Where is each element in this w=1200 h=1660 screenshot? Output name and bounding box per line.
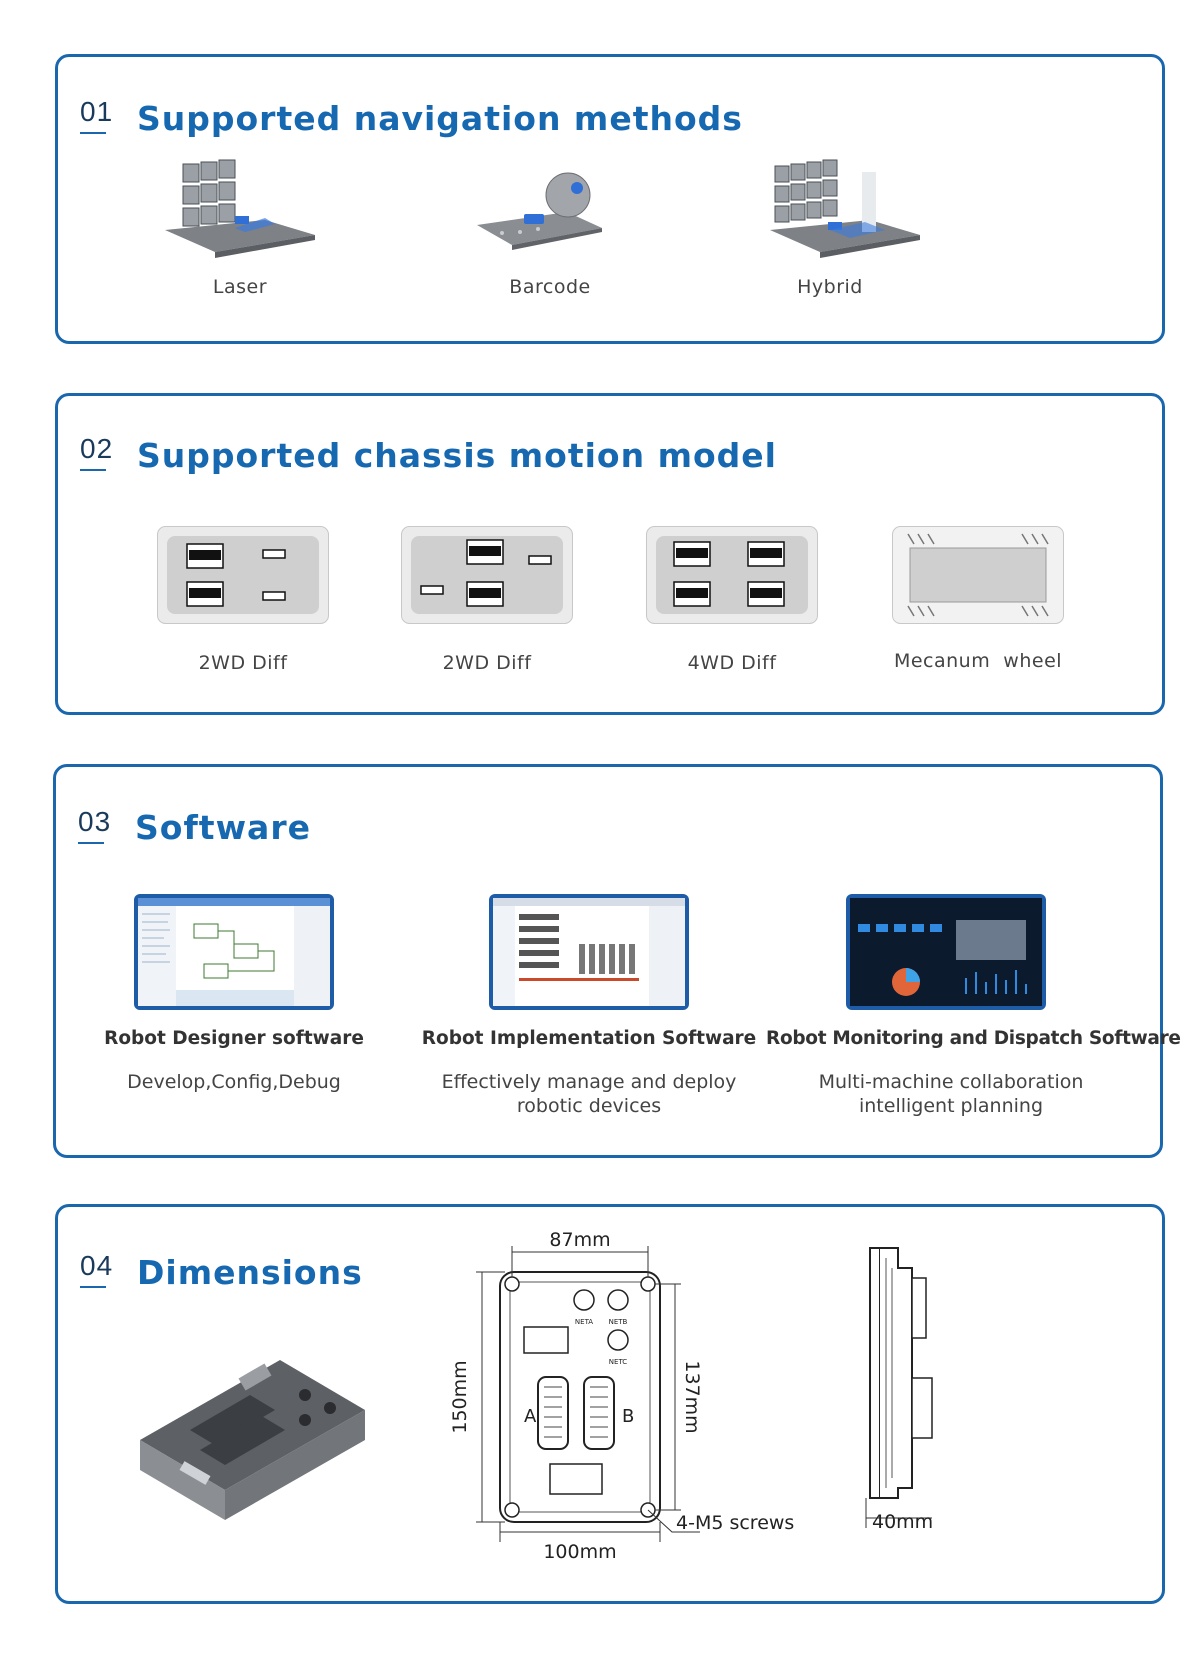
4wd-diff-diagram	[646, 526, 818, 624]
software-implementation-name: Robot Implementation Software	[421, 1028, 757, 1049]
chassis-2wd-center-label: 2WD Diff	[442, 652, 532, 674]
monitoring-dashboard-screenshot	[846, 894, 1046, 1010]
software-implementation-desc: Effectively manage and deploy robotic de…	[414, 1070, 764, 1118]
section-title: Supported navigation methods	[137, 99, 743, 138]
front-dimension-drawing: NETA NETB NETC A B 87mm 100mm 150mm 137m…	[449, 1229, 794, 1563]
port-netb-label: NETB	[609, 1318, 628, 1326]
implementation-screenshot	[489, 894, 689, 1010]
dim-screws-note: 4-M5 screws	[676, 1512, 794, 1534]
barcode-floor-illustration	[477, 172, 602, 250]
dim-top-width: 87mm	[549, 1229, 610, 1251]
section-number: 01	[80, 96, 114, 134]
desc-line: Effectively manage and deploy	[441, 1071, 737, 1093]
connector-b-label: B	[622, 1406, 634, 1427]
section-title: Software	[135, 808, 311, 847]
desc-line: robotic devices	[516, 1095, 662, 1117]
nav-laser-label: Laser	[212, 276, 268, 298]
connector-a-label: A	[524, 1406, 537, 1427]
section-title: Supported chassis motion model	[137, 436, 777, 475]
section-number: 02	[80, 433, 114, 471]
controller-product-image	[140, 1360, 365, 1520]
2wd-diff-center-diagram	[401, 526, 573, 624]
dim-depth: 40mm	[872, 1511, 933, 1533]
section-title: Dimensions	[137, 1253, 363, 1292]
section-navigation-panel	[55, 54, 1165, 344]
software-monitoring-desc: Multi-machine collaboration intelligent …	[766, 1070, 1136, 1118]
chassis-2wd-rear-label: 2WD Diff	[198, 652, 288, 674]
nav-barcode-label: Barcode	[509, 276, 591, 298]
chassis-mecanum-label: Mecanum wheel	[893, 650, 1063, 672]
software-designer-name: Robot Designer software	[104, 1028, 364, 1049]
mecanum-wheel-diagram	[892, 526, 1064, 624]
software-designer-desc: Develop,Config,Debug	[127, 1071, 341, 1093]
2wd-diff-rear-diagram	[157, 526, 329, 624]
section-number: 03	[78, 806, 112, 844]
dim-left-height: 150mm	[449, 1360, 471, 1433]
dim-right-height: 137mm	[681, 1360, 703, 1433]
desc-line: intelligent planning	[858, 1095, 1044, 1117]
section-number: 04	[80, 1250, 114, 1288]
chassis-4wd-label: 4WD Diff	[687, 652, 777, 674]
port-neta-label: NETA	[575, 1318, 593, 1326]
dim-bottom-width: 100mm	[543, 1541, 616, 1563]
side-dimension-drawing: 40mm	[865, 1247, 933, 1533]
desc-line: Multi-machine collaboration	[818, 1071, 1084, 1093]
designer-screenshot	[134, 894, 334, 1010]
hybrid-warehouse-illustration	[770, 159, 920, 258]
laser-warehouse-illustration	[165, 159, 315, 258]
nav-hybrid-label: Hybrid	[797, 276, 863, 298]
software-monitoring-name: Robot Monitoring and Dispatch Software	[766, 1028, 1181, 1049]
port-netc-label: NETC	[609, 1358, 628, 1366]
